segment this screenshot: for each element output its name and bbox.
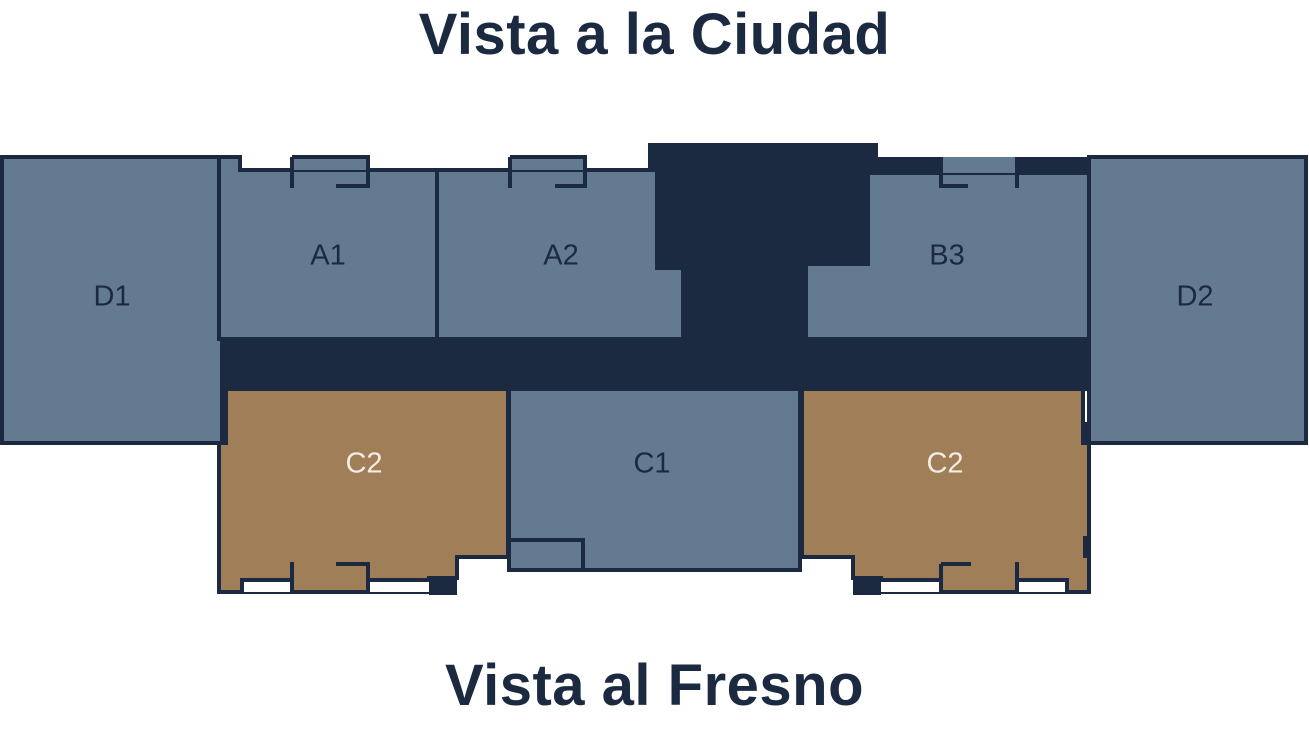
unit-d1[interactable]: D1 [0, 155, 224, 445]
view-label-fresno: Vista al Fresno [444, 653, 865, 718]
view-label-city: Vista a la Ciudad [418, 2, 891, 67]
unit-c2-right[interactable]: C2 [800, 387, 1091, 594]
unit-a2[interactable]: A2 [435, 155, 685, 341]
unit-a1[interactable]: A1 [217, 155, 439, 341]
balcony [240, 562, 429, 594]
unit-c2-left[interactable]: C2 [217, 387, 510, 594]
balcony [939, 157, 1019, 188]
balcony [881, 422, 1089, 594]
balcony [290, 155, 370, 188]
balcony [508, 155, 587, 188]
balcony [510, 538, 585, 570]
unit-c1[interactable]: C1 [507, 387, 802, 572]
building-core [219, 143, 1090, 595]
unit-d2[interactable]: D2 [1087, 155, 1308, 445]
